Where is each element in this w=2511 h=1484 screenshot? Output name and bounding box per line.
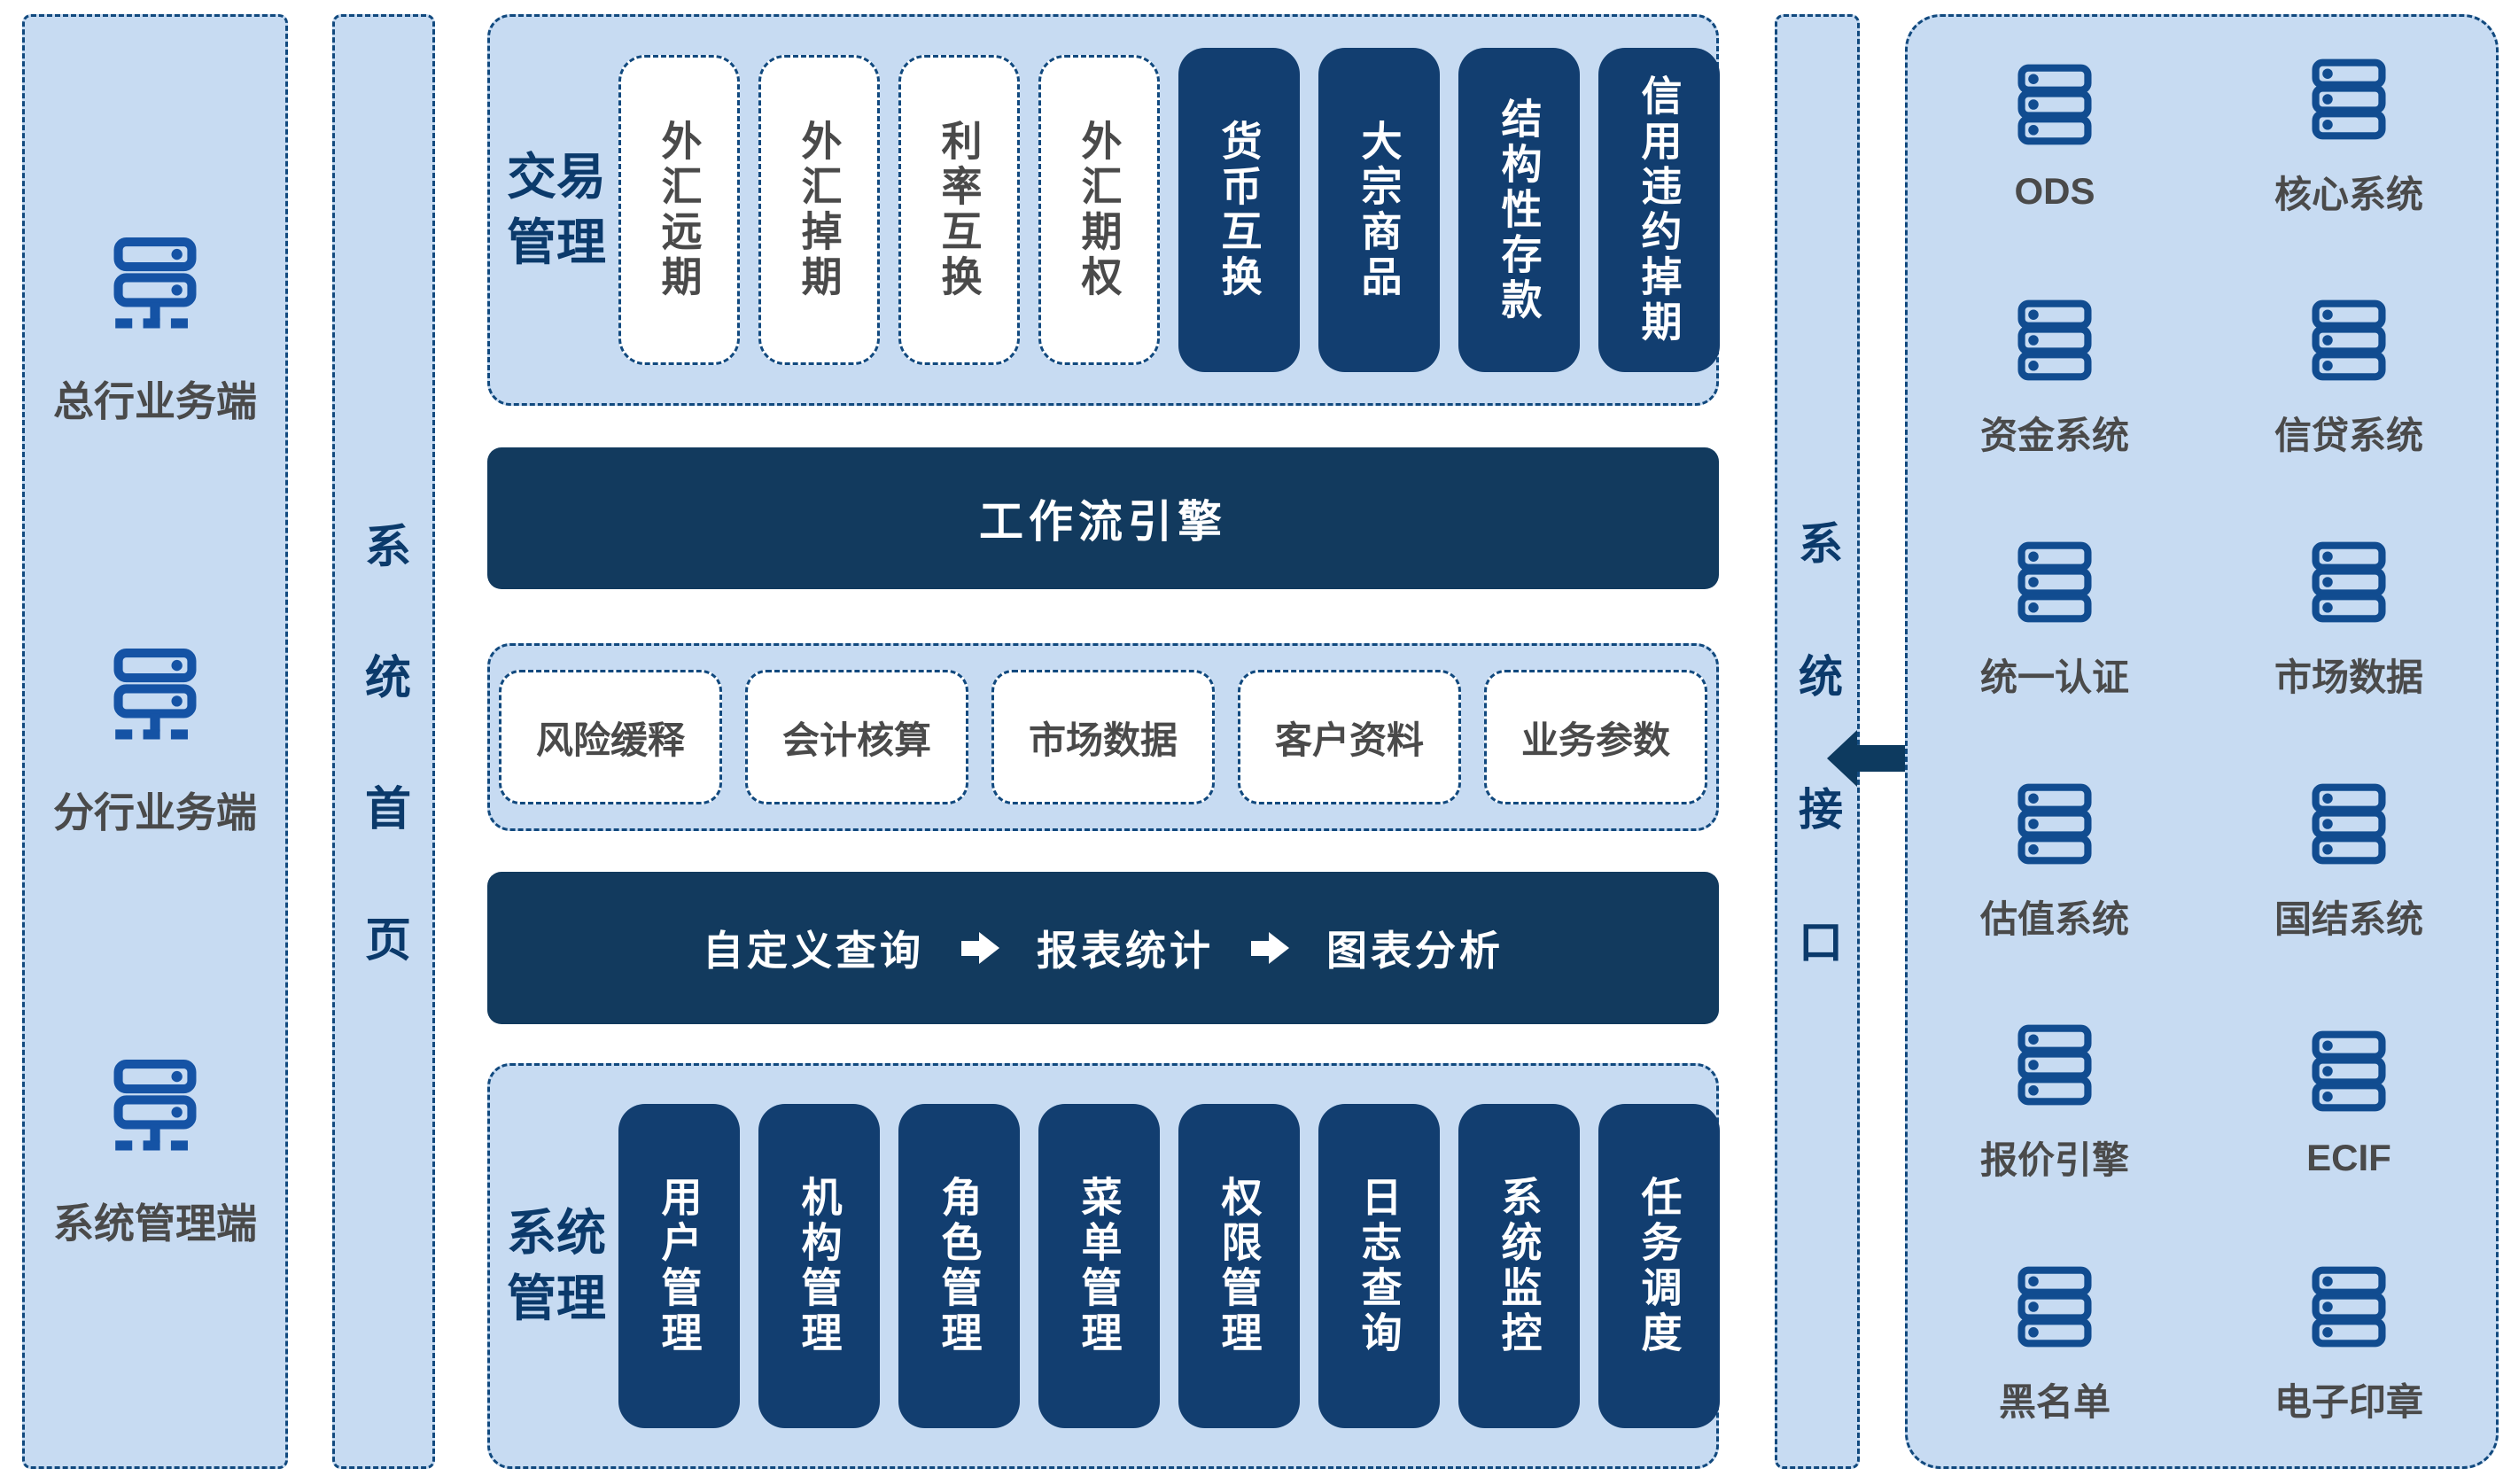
client-item-branch: 分行业务端	[53, 644, 257, 839]
support-risk-mitigation: 风险缓释	[499, 670, 722, 804]
database-server-icon	[2306, 1029, 2391, 1114]
database-server-icon	[2012, 540, 2097, 625]
external-system-ecif: ECIF	[2306, 1029, 2391, 1179]
trade-module-fx-forward: 外汇远期	[618, 55, 740, 365]
admin-module-monitor: 系统监控	[1458, 1104, 1580, 1428]
external-system-label: 信贷系统	[2274, 415, 2423, 457]
external-system-label: 黑名单	[1998, 1381, 2111, 1424]
trade-module-commodity: 大宗商品	[1318, 48, 1440, 372]
workflow-engine-label: 工作流引擎	[979, 497, 1227, 547]
external-system-valuation: 估值系统	[1980, 781, 2129, 944]
external-system-label: 国结系统	[2274, 897, 2423, 940]
external-system-label: 报价引擎	[1979, 1139, 2129, 1182]
client-server-icon	[105, 1055, 205, 1154]
trade-modules-row: 外汇远期 外汇掉期 利率互换 外汇期权 货币互换 大宗商品 结构性存款 信用违约…	[618, 17, 1720, 403]
external-system-eseal: 电子印章	[2274, 1264, 2423, 1426]
query-report-flow-bar: 自定义查询 报表统计 图表分析	[487, 872, 1719, 1024]
support-services-panel: 风险缓释 会计核算 市场数据 客户资料 业务参数	[487, 643, 1719, 831]
client-label: 总行业务端	[53, 378, 257, 424]
right-arrow-icon	[1251, 932, 1289, 964]
database-server-icon	[2012, 62, 2097, 147]
client-label: 系统管理端	[53, 1200, 257, 1247]
external-system-label: 统一认证	[1979, 657, 2129, 699]
flow-step-report-stats: 报表统计	[1037, 928, 1214, 974]
admin-module-org: 机构管理	[758, 1104, 880, 1428]
database-server-icon	[2306, 57, 2391, 142]
external-system-marketdata: 市场数据	[2274, 540, 2423, 702]
external-system-label: ECIF	[2306, 1136, 2391, 1178]
database-server-icon	[2012, 298, 2097, 383]
external-system-core: 核心系统	[2274, 57, 2423, 219]
external-system-treasury: 资金系统	[1980, 298, 2129, 460]
trade-module-fx-option: 外汇期权	[1038, 55, 1160, 365]
trade-module-irs: 利率互换	[898, 55, 1020, 365]
flow-step-chart-analysis: 图表分析	[1326, 928, 1504, 974]
admin-module-permission: 权限管理	[1178, 1104, 1300, 1428]
external-system-blacklist: 黑名单	[1999, 1264, 2111, 1426]
support-customer-info: 客户资料	[1238, 670, 1461, 804]
trade-management-panel: 交易管理 外汇远期 外汇掉期 利率互换 外汇期权 货币互换 大宗商品 结构性存款…	[487, 14, 1720, 406]
client-terminals-panel: 总行业务端 分行业务端	[22, 14, 288, 1469]
external-system-credit: 信贷系统	[2274, 298, 2423, 460]
external-system-label: 资金系统	[1979, 415, 2129, 457]
admin-module-user: 用户管理	[618, 1104, 740, 1428]
flow-step-custom-query: 自定义查询	[703, 928, 924, 974]
client-item-head-office: 总行业务端	[53, 233, 257, 428]
support-accounting: 会计核算	[745, 670, 968, 804]
client-item-sysadmin: 系统管理端	[53, 1055, 257, 1250]
support-business-params: 业务参数	[1484, 670, 1707, 804]
external-system-quote-engine: 报价引擎	[1980, 1022, 2129, 1185]
database-server-icon	[2306, 1264, 2391, 1349]
external-systems-panel: ODS 核心系统 资金系	[1905, 14, 2499, 1469]
workflow-engine-bar: 工作流引擎	[487, 447, 1719, 589]
admin-modules-row: 用户管理 机构管理 角色管理 菜单管理 权限管理 日志查询 系统监控 任务调度	[618, 1066, 1720, 1466]
external-system-label: 市场数据	[2274, 657, 2423, 699]
client-label: 分行业务端	[53, 789, 257, 835]
admin-module-menu: 菜单管理	[1038, 1104, 1160, 1428]
system-home-panel: 系统首页	[332, 14, 435, 1469]
database-server-icon	[2306, 298, 2391, 383]
external-system-label: 核心系统	[2274, 173, 2423, 215]
database-server-icon	[2012, 1022, 2097, 1107]
system-admin-label: 系统管理	[507, 1205, 606, 1326]
database-server-icon	[2012, 1264, 2097, 1349]
external-system-label: 电子印章	[2274, 1381, 2423, 1424]
trade-module-ccy-swap: 货币互换	[1178, 48, 1300, 372]
database-server-icon	[2306, 540, 2391, 625]
database-server-icon	[2306, 781, 2391, 866]
system-admin-panel: 系统管理 用户管理 机构管理 角色管理 菜单管理 权限管理 日志查询 系统监控 …	[487, 1063, 1720, 1469]
external-system-label: ODS	[2014, 170, 2095, 213]
support-market-data: 市场数据	[991, 670, 1215, 804]
client-server-icon	[105, 644, 205, 743]
client-server-icon	[105, 233, 205, 332]
trade-module-fx-swap: 外汇掉期	[758, 55, 880, 365]
trade-management-label: 交易管理	[507, 149, 606, 270]
admin-module-role: 角色管理	[898, 1104, 1020, 1428]
external-system-sso: 统一认证	[1980, 540, 2129, 702]
database-server-icon	[2012, 781, 2097, 866]
admin-module-log: 日志查询	[1318, 1104, 1440, 1428]
admin-module-scheduler: 任务调度	[1598, 1104, 1720, 1428]
trade-module-cds: 信用违约掉期	[1598, 48, 1720, 372]
right-arrow-icon	[961, 932, 999, 964]
external-system-intl-settlement: 国结系统	[2274, 781, 2423, 944]
external-system-label: 估值系统	[1979, 897, 2129, 940]
trade-module-structured-deposit: 结构性存款	[1458, 48, 1580, 372]
external-system-ods: ODS	[2012, 62, 2097, 213]
system-home-label: 系统首页	[357, 522, 409, 1046]
